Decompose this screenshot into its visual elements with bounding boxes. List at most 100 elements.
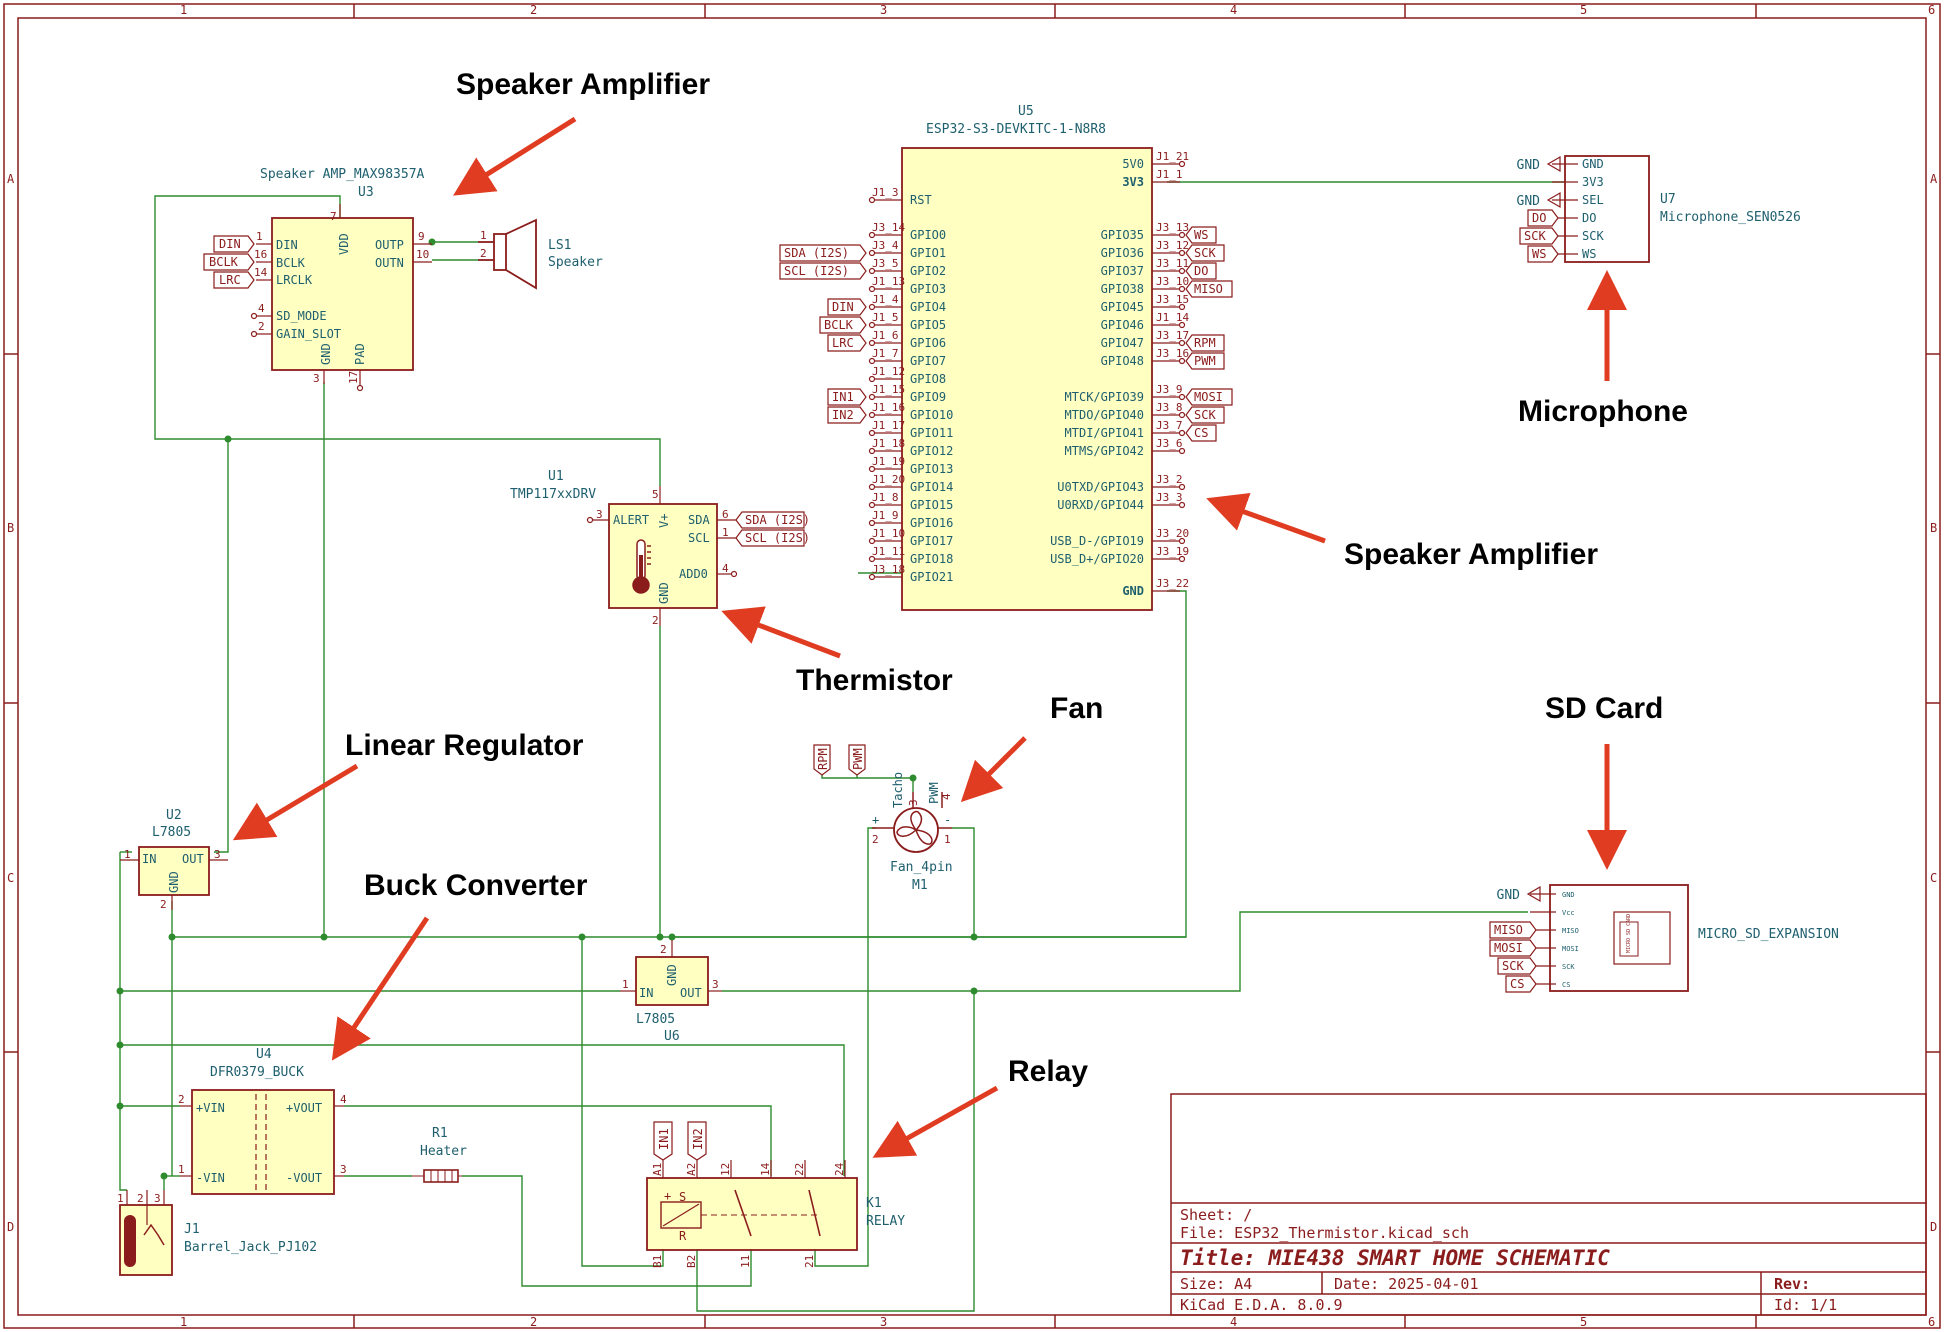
component-ref: U5: [1018, 104, 1034, 119]
pin-number: 11: [739, 1255, 752, 1268]
pin-number: J1_17: [872, 419, 905, 432]
pin-number: J1_5: [872, 311, 899, 324]
net-label: IN1: [832, 390, 854, 404]
pin-number: J3_13: [1156, 221, 1189, 234]
component-value: RELAY: [866, 1214, 905, 1229]
pin-label: +VIN: [196, 1101, 225, 1115]
pin-number: 1: [124, 848, 131, 861]
pin-number: J1_6: [872, 329, 899, 342]
thermistor-u1[interactable]: U1 TMP117xxDRV ALERT 3 V+ 5 SDA 6 SCL 1 …: [510, 469, 810, 627]
barrel-jack-j1[interactable]: 1 2 3 J1 Barrel_Jack_PJ102: [117, 1190, 317, 1276]
pin-number: J3_11: [1156, 257, 1189, 270]
pin-label: SCL: [688, 531, 710, 545]
pin-number: J1_8: [872, 491, 899, 504]
row-label: A: [7, 172, 15, 186]
pin-label: GND: [167, 871, 181, 893]
pin-number: J3_2: [1156, 473, 1183, 486]
annotation-speaker-amplifier: Speaker Amplifier: [1344, 538, 1598, 571]
relay-k1[interactable]: + S R A1 A2 12 14 22 24 B1 B2 11 21 IN1 …: [646, 1121, 905, 1268]
row-label: D: [1930, 1220, 1937, 1234]
pin-number: 7: [330, 210, 337, 223]
pin-label: WS: [1582, 247, 1596, 261]
pin-label: CS: [1562, 981, 1570, 989]
esp32-u5[interactable]: U5 ESP32-S3-DEVKITC-1-N8R8 RSTJ1_3GPIO0J…: [779, 104, 1233, 611]
net-label: IN1: [657, 1128, 671, 1150]
component-ref: U2: [166, 808, 182, 823]
col-label: 5: [1580, 3, 1587, 17]
component-ref: R1: [432, 1126, 448, 1141]
pin-number: 3: [154, 1192, 161, 1205]
net-label: BCLK: [209, 255, 239, 269]
net-label: SDA (I2S): [745, 513, 810, 527]
buck-converter-u4[interactable]: U4 DFR0379_BUCK +VIN -VIN +VOUT -VOUT 2 …: [178, 1047, 347, 1195]
annotation-relay: Relay: [1008, 1055, 1088, 1088]
pin-number: J3_14: [872, 221, 905, 234]
pin-number: J1_13: [872, 275, 905, 288]
pin-number: A2: [685, 1163, 698, 1176]
net-label: DO: [1532, 211, 1546, 225]
arrow-fan: [960, 736, 1027, 803]
pin-number: J3_9: [1156, 383, 1183, 396]
pin-number: B2: [685, 1255, 698, 1268]
pin-label: GPIO10: [910, 408, 953, 422]
pin-label: GPIO48: [1101, 354, 1144, 368]
pin-number: J1_16: [872, 401, 905, 414]
net-label: MOSI: [1194, 390, 1223, 404]
component-value: Speaker: [548, 255, 603, 270]
pin-label: GPIO6: [910, 336, 946, 350]
pin-number: 2: [660, 943, 667, 956]
pin-number: J1_12: [872, 365, 905, 378]
pin-label: GND: [665, 964, 679, 986]
pin-number: J3_16: [1156, 347, 1189, 360]
pin-number: 5: [652, 488, 659, 501]
pin-label: 5V0: [1122, 157, 1144, 171]
regulator-u6[interactable]: L7805 U6 IN OUT GND 1 3 2: [620, 940, 722, 1044]
pin-label: GPIO14: [910, 480, 953, 494]
pin-label: GPIO7: [910, 354, 946, 368]
pin-label: GPIO0: [910, 228, 946, 242]
pin-label: GPIO8: [910, 372, 946, 386]
pin-number: 1: [722, 526, 729, 539]
annotation-linear-regulator: Linear Regulator: [345, 729, 584, 762]
pin-number: 4: [940, 793, 953, 800]
pin-label: GPIO17: [910, 534, 953, 548]
pin-label: IN: [639, 986, 653, 1000]
pin-number: 17: [347, 371, 360, 384]
pin-number: J1_3: [872, 186, 899, 199]
junctions: [116, 238, 978, 1180]
pin-label: ALERT: [613, 513, 649, 527]
component-ref: U1: [548, 469, 564, 484]
component-value: TMP117xxDRV: [510, 487, 596, 502]
pin-number: 14: [759, 1162, 772, 1176]
pin-label: GPIO11: [910, 426, 953, 440]
speaker-ls1[interactable]: 1 2 LS1 Speaker: [478, 218, 603, 290]
pin-label: MTDO/GPIO40: [1065, 408, 1144, 422]
heater-r1[interactable]: R1 Heater: [412, 1126, 467, 1183]
fan-m1[interactable]: RPM PWM Tacho 3 PWM 4 + - 2 1 Fan_4pin M…: [813, 744, 953, 893]
pin-label: GPIO1: [910, 246, 946, 260]
pin-number: J1_9: [872, 509, 899, 522]
speaker-amp-u3[interactable]: Speaker AMP_MAX98357A U3 DIN BCLK LRCLK …: [203, 167, 432, 392]
pin-label: GPIO36: [1101, 246, 1144, 260]
title-block-size: Size: A4: [1180, 1275, 1252, 1293]
component-ref: U7: [1660, 192, 1676, 207]
component-value: DFR0379_BUCK: [210, 1065, 304, 1080]
net-label: IN2: [832, 408, 854, 422]
pin-label: BCLK: [276, 256, 306, 270]
annotation-thermistor: Thermistor: [796, 664, 953, 697]
regulator-u2[interactable]: U2 L7805 IN OUT GND 1 3 2: [120, 808, 228, 911]
col-label: 3: [880, 3, 887, 17]
pin-label: -: [944, 813, 951, 827]
relay-coil-s: S: [679, 1190, 686, 1204]
microphone-u7[interactable]: U7 Microphone_SEN0526 GNDGND3V3SELGNDDOD…: [1517, 155, 1801, 263]
component-value: L7805: [152, 825, 191, 840]
net-label: WS: [1194, 228, 1208, 242]
component-ref: U3: [358, 185, 374, 200]
sd-card-text: MICRO SD CARD: [1626, 914, 1632, 953]
component-value: Barrel_Jack_PJ102: [184, 1240, 317, 1255]
pin-number: J3_20: [1156, 527, 1189, 540]
micro-sd-module[interactable]: MICRO SD CARD MICRO_SD_EXPANSION GNDGNDV…: [1489, 884, 1839, 993]
pin-label: GND: [657, 582, 671, 604]
pin-number: 1: [480, 229, 487, 242]
